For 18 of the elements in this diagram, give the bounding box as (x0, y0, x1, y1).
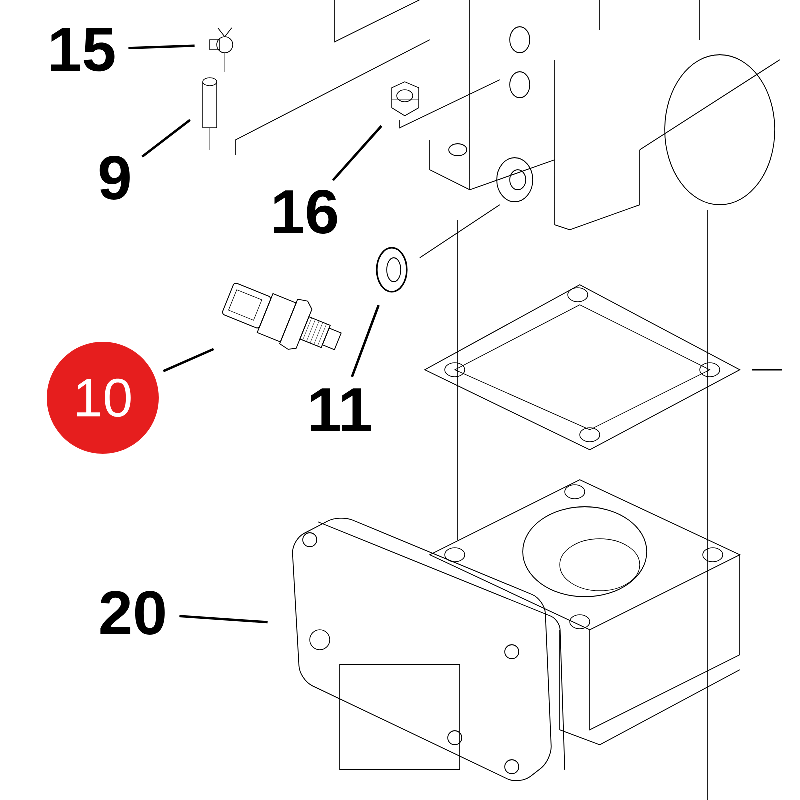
leader-line (163, 348, 214, 372)
callout-number: 16 (274, 190, 338, 234)
callout-number: 20 (100, 591, 165, 635)
leader-line (351, 305, 380, 378)
callout-number: 11 (311, 388, 372, 432)
callout-badge: 10 (47, 342, 159, 454)
sensor-drawing (222, 283, 342, 351)
callout-number: 9 (100, 156, 130, 200)
clip-drawing (210, 28, 234, 72)
leader-line (128, 44, 195, 50)
washer-drawing (376, 247, 408, 293)
nut-drawing (392, 82, 420, 116)
leader-line (142, 119, 192, 158)
throttle-body-drawing (292, 480, 742, 782)
sleeve-drawing (202, 78, 218, 150)
leader-line (180, 615, 268, 624)
callout-number: 15 (51, 28, 115, 72)
leader-line (332, 125, 383, 182)
